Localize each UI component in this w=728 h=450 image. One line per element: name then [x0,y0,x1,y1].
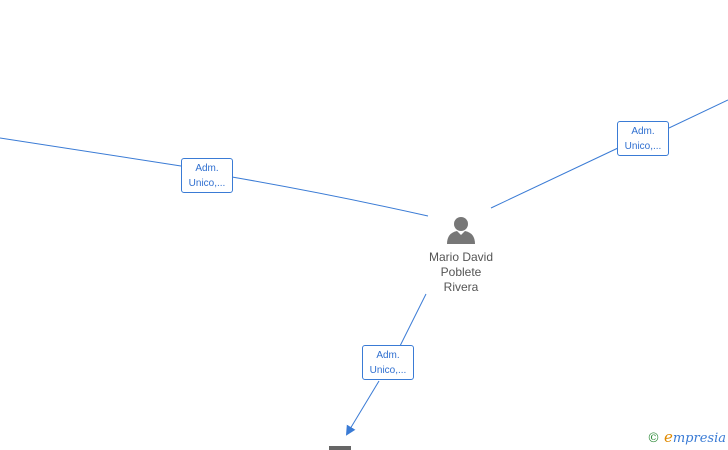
company-node-icon[interactable] [329,446,351,450]
brand-rest: mpresia [672,431,726,446]
edge-line-right [490,99,728,209]
edge-arrow-bottom [345,380,380,436]
person-name-line1: Mario David [428,250,494,264]
copyright-symbol: © [646,431,660,446]
person-icon [447,217,475,244]
edge-label-bottom-line1: Adm. [376,350,400,361]
person-name-line3: Rivera [443,280,479,294]
edge-label-left[interactable]: Adm. Unico,... [181,158,233,193]
edge-label-left-line2: Unico,... [188,178,226,189]
person-name: Mario David Poblete Rivera [420,250,502,295]
edge-label-right-line1: Adm. [631,126,655,137]
edge-label-bottom[interactable]: Adm. Unico,... [362,345,414,380]
person-name-line2: Poblete [440,265,482,279]
edge-label-left-line1: Adm. [195,163,219,174]
edge-label-right[interactable]: Adm. Unico,... [617,121,669,156]
edge-label-bottom-line2: Unico,... [369,365,407,376]
brand-initial: e [663,428,673,446]
edge-label-right-line2: Unico,... [624,141,662,152]
empresia-logo: ©empresia [647,428,726,446]
edge-line-bottom-upper [399,293,427,347]
person-node[interactable]: Mario David Poblete Rivera [420,216,502,295]
edge-line-left [0,137,429,217]
